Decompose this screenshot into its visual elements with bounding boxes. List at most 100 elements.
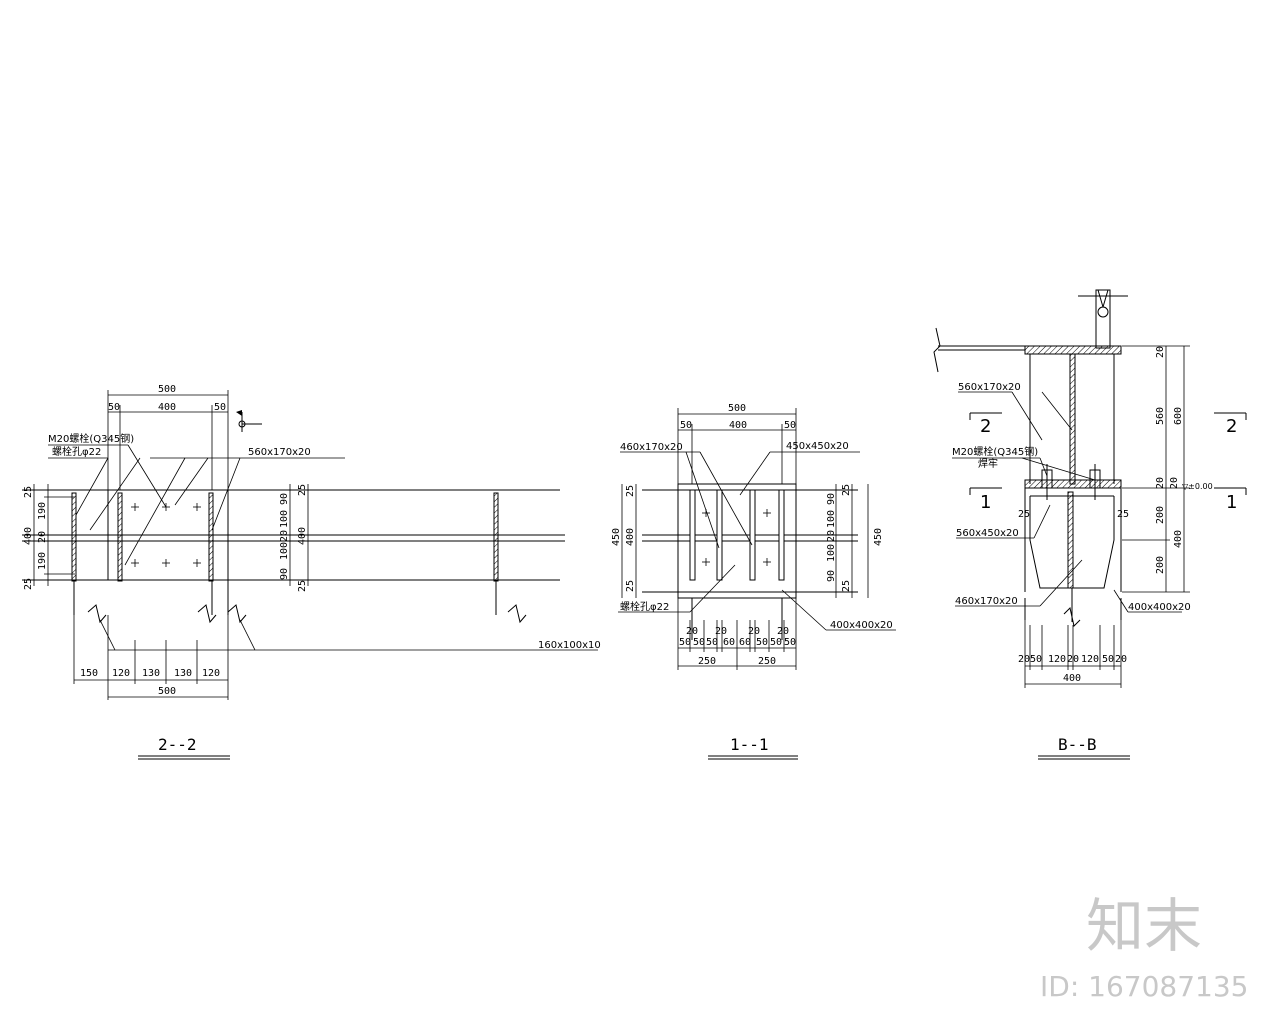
dim-left-190b: 190 xyxy=(37,552,48,570)
dim-1-bot-50b: 50 xyxy=(693,637,705,648)
label-b-plate-d: 400x400x20 xyxy=(1128,602,1191,613)
dim-1-left-25b: 25 xyxy=(625,580,636,592)
dim-1-bot-20d: 20 xyxy=(777,626,789,637)
dim-1-bot-50e: 50 xyxy=(770,637,782,648)
dim-b-r600: 600 xyxy=(1173,407,1184,425)
dim-b-r200a: 200 xyxy=(1155,506,1166,524)
dim-1-left-400: 400 xyxy=(625,528,636,546)
dim-1-bot-50f: 50 xyxy=(784,637,796,648)
dim-1-right-100a: 100 xyxy=(826,510,837,528)
dim-b-r20a: 20 xyxy=(1155,346,1166,358)
view-2-2: 500 50 400 50 xyxy=(22,384,601,760)
view-1-1: 500 50 400 50 460x170x20 4 xyxy=(611,403,896,760)
mark-2-left: 2 xyxy=(980,416,991,437)
dim-bot-500: 500 xyxy=(158,686,176,697)
dim-left-25a: 25 xyxy=(23,486,34,498)
dim-left-190a: 190 xyxy=(37,502,48,520)
dim-b-r20c: 20 xyxy=(1169,477,1180,489)
label-bolt: M20螺栓(Q345钢) xyxy=(48,432,134,445)
dim-1-bot-60b: 60 xyxy=(739,637,751,648)
dim-bot-120a: 120 xyxy=(112,668,130,679)
dim-b-b50b: 50 xyxy=(1102,654,1114,665)
dim-1-bot-20c: 20 xyxy=(748,626,760,637)
dim-b-b120b: 120 xyxy=(1081,654,1099,665)
dim-top-total: 500 xyxy=(158,384,176,395)
dim-1-bot-60a: 60 xyxy=(723,637,735,648)
dim-1-right-90b: 90 xyxy=(826,570,837,582)
dim-top-a: 50 xyxy=(108,402,120,413)
mark-2-right: 2 xyxy=(1226,416,1237,437)
title-1-1: 1--1 xyxy=(730,735,769,754)
dim-top-c: 50 xyxy=(214,402,226,413)
dim-right-100b: 100 xyxy=(279,542,290,560)
label-b-bolt: M20螺栓(Q345钢) xyxy=(952,445,1038,458)
dim-b-r560: 560 xyxy=(1155,407,1166,425)
label-b-plate-c: 460x170x20 xyxy=(955,596,1018,607)
dim-bot-130b: 130 xyxy=(174,668,192,679)
label-hole: 螺栓孔φ22 xyxy=(52,445,101,458)
dim-right-25b: 25 xyxy=(297,580,308,592)
dim-right-90b: 90 xyxy=(279,568,290,580)
dim-top-b: 400 xyxy=(158,402,176,413)
dim-1-right-90a: 90 xyxy=(826,493,837,505)
dim-b-b20b: 20 xyxy=(1067,654,1079,665)
mark-1-right: 1 xyxy=(1226,492,1237,513)
dim-1-right-25a: 25 xyxy=(841,484,852,496)
dim-1-right-25b: 25 xyxy=(841,580,852,592)
dim-1-bot-250a: 250 xyxy=(698,656,716,667)
view-b-b: 2 2 1 1 560x170x20 M20螺栓(Q345钢) 焊牢 560x4… xyxy=(933,289,1247,760)
dim-1-right-450: 450 xyxy=(873,528,884,546)
title-2-2: 2--2 xyxy=(158,735,197,754)
dim-right-400: 400 xyxy=(297,527,308,545)
dim-1-right-20: 20 xyxy=(826,530,837,542)
dim-1-bot-50a: 50 xyxy=(679,637,691,648)
dim-b-b120a: 120 xyxy=(1048,654,1066,665)
label-b-plate-a: 560x170x20 xyxy=(958,382,1021,393)
dim-right-90a: 90 xyxy=(279,493,290,505)
label-1-hole: 螺栓孔φ22 xyxy=(620,600,669,613)
label-angle: 160x100x10 xyxy=(538,640,601,651)
dim-1-left-450: 450 xyxy=(611,528,622,546)
label-b-plate-b: 560x450x20 xyxy=(956,528,1019,539)
label-1-plate-b: 450x450x20 xyxy=(786,441,849,452)
dim-left-400: 400 xyxy=(23,527,34,545)
dim-1-bot-50d: 50 xyxy=(756,637,768,648)
dim-b-r25: 25 xyxy=(1117,509,1129,520)
dim-1-right-100b: 100 xyxy=(826,544,837,562)
dim-1-bot-50c: 50 xyxy=(706,637,718,648)
mark-1-left: 1 xyxy=(980,492,991,513)
dim-1-top-50a: 50 xyxy=(680,420,692,431)
dim-1-bot-20a: 20 xyxy=(686,626,698,637)
watermark-brand: 知末 xyxy=(1086,892,1202,960)
dim-1-top-400: 400 xyxy=(729,420,747,431)
dim-b-b20a: 20 xyxy=(1018,654,1030,665)
dim-1-top-50b: 50 xyxy=(784,420,796,431)
watermark-id: ID: 167087135 xyxy=(1040,970,1248,1003)
dim-b-b20c: 20 xyxy=(1115,654,1127,665)
dim-left-25b: 25 xyxy=(23,578,34,590)
label-1-plate-c: 400x400x20 xyxy=(830,620,893,631)
dim-1-left-25a: 25 xyxy=(625,485,636,497)
dim-b-r400: 400 xyxy=(1173,530,1184,548)
hanger-pin-icon xyxy=(1097,306,1109,318)
label-b-level: ▽±0.00 xyxy=(1182,482,1213,491)
dim-1-top-total: 500 xyxy=(728,403,746,414)
label-plate: 560x170x20 xyxy=(248,447,311,458)
label-1-plate-a: 460x170x20 xyxy=(620,442,683,453)
dim-b-l25: 25 xyxy=(1018,509,1030,520)
dim-1-bot-20b: 20 xyxy=(715,626,727,637)
dim-1-bot-250b: 250 xyxy=(758,656,776,667)
title-b-b: B--B xyxy=(1058,735,1097,754)
dim-bot-120b: 120 xyxy=(202,668,220,679)
label-b-weld: 焊牢 xyxy=(978,457,998,470)
dim-left-20: 20 xyxy=(37,531,48,543)
dim-b-r20b: 20 xyxy=(1155,477,1166,489)
dim-right-100a: 100 xyxy=(279,510,290,528)
dim-b-b50a: 50 xyxy=(1030,654,1042,665)
dim-right-20: 20 xyxy=(279,530,290,542)
dim-b-r200b: 200 xyxy=(1155,556,1166,574)
dim-bot-130a: 130 xyxy=(142,668,160,679)
dim-bot-150: 150 xyxy=(80,668,98,679)
dim-b-b400: 400 xyxy=(1063,673,1081,684)
